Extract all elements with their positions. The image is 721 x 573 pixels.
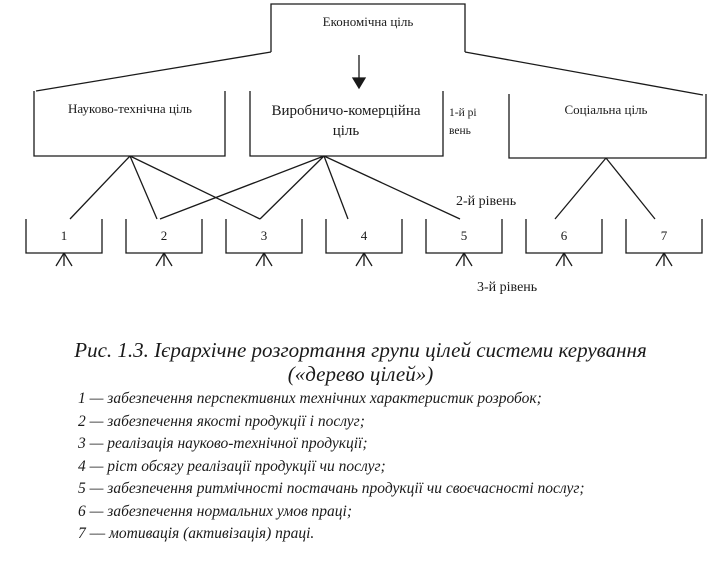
legend-item-4: 4 — ріст обсягу реалізації продукції чи … [78, 457, 386, 475]
edge-goal-2-to-subgoal-5 [323, 155, 461, 220]
level1-goal-label-2a: Виробничо-комерційна [271, 103, 420, 119]
root-goal-box [270, 3, 466, 52]
level3-fork-right-7 [663, 252, 673, 267]
edge-goal-1-to-subgoal-2 [129, 155, 158, 220]
edge-goal-2-to-subgoal-4 [323, 155, 349, 220]
level3-fork-left-2 [155, 252, 165, 267]
level2-label: 2-й рівень [456, 194, 516, 209]
level2-goal-label-4: 4 [361, 228, 368, 243]
level3-fork-right-6 [563, 252, 573, 267]
level1-label-line1: 1-й рі [449, 107, 477, 119]
edge-goal-1-to-subgoal-1 [69, 155, 131, 220]
legend-item-3: 3 — реалізація науково-технічної продукц… [78, 435, 368, 452]
level1-goal-box-3 [508, 94, 707, 159]
figure-caption-title: Рис. 1.3. Ієрархічне розгортання групи ц… [74, 338, 647, 362]
level2-goal-box-4 [325, 219, 403, 254]
level3-label: 3-й рівень [477, 280, 537, 295]
level3-fork-left-3 [255, 252, 265, 267]
level1-goal-box-1 [33, 91, 226, 157]
level3-fork-right-2 [163, 252, 173, 267]
level3-fork-left-5 [455, 252, 465, 267]
level2-goal-label-1: 1 [61, 228, 68, 243]
level3-fork-left-1 [55, 252, 65, 267]
level2-goal-box-5 [425, 219, 503, 254]
level3-fork-right-4 [363, 252, 373, 267]
edge-root-to-goal-1 [35, 51, 272, 92]
level3-fork-left-4 [355, 252, 365, 267]
figure-caption-subtitle: («дерево цілей») [287, 362, 434, 386]
level2-goal-label-2: 2 [161, 228, 168, 243]
edge-goal-2-to-subgoal-3 [259, 155, 325, 220]
level2-goal-box-1 [25, 219, 103, 254]
level2-goal-label-3: 3 [261, 228, 268, 243]
level2-goal-box-2 [125, 219, 203, 254]
level2-goal-label-5: 5 [461, 228, 468, 243]
level3-fork-right-3 [263, 252, 273, 267]
edge-goal-3-to-subgoal-6 [554, 157, 607, 220]
level2-goal-label-7: 7 [661, 228, 668, 243]
level1-goal-box-2 [249, 91, 444, 157]
legend-item-2: 2 — забезпечення якості продукції і посл… [78, 412, 365, 430]
level3-fork-left-6 [555, 252, 565, 267]
level2-goal-box-6 [525, 219, 603, 254]
level3-fork-right-5 [463, 252, 473, 267]
arrow-root-to-goal-2 [351, 77, 367, 90]
level1-label-line2: вень [449, 125, 471, 137]
legend-item-1: 1 — забезпечення перспективних технічних… [78, 390, 542, 407]
level3-fork-left-7 [655, 252, 665, 267]
legend-list: 1 — забезпечення перспективних технічних… [78, 388, 585, 546]
root-goal-label: Економічна ціль [323, 14, 414, 29]
edge-goal-3-to-subgoal-7 [605, 157, 656, 220]
level2-goal-box-3 [225, 219, 303, 254]
level2-goal-label-6: 6 [561, 228, 568, 243]
level3-fork-right-1 [63, 252, 73, 267]
level2-goal-box-7 [625, 219, 703, 254]
level1-goal-label-3: Соціальна ціль [564, 102, 647, 117]
edge-root-to-goal-3 [464, 51, 704, 96]
edge-goal-2-to-subgoal-2 [159, 155, 325, 220]
level1-goal-label-2b: ціль [333, 123, 360, 139]
legend-item-7: 7 –– мотивація (активізація) праці. [78, 525, 315, 542]
legend-item-6: 6 — забезпечення нормальних умов праці; [78, 502, 353, 520]
edge-goal-1-to-subgoal-3 [129, 155, 261, 220]
legend-item-5: 5 — забезпечення ритмічності постачань п… [78, 480, 585, 497]
level1-goal-label-1: Науково-технічна ціль [68, 101, 192, 116]
